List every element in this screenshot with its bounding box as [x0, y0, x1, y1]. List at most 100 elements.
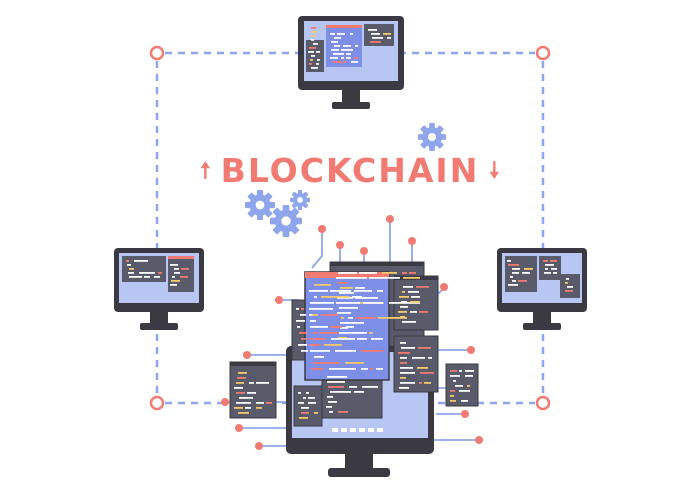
code-line	[417, 367, 428, 369]
code-line	[139, 272, 155, 274]
code-line	[311, 39, 314, 41]
code-line	[371, 33, 380, 35]
code-line	[450, 390, 455, 392]
code-line	[134, 260, 148, 262]
code-line	[363, 302, 383, 304]
code-line	[128, 272, 134, 274]
code-line	[400, 372, 415, 374]
code-line	[144, 276, 150, 278]
code-line	[400, 342, 406, 344]
code-line	[400, 362, 407, 364]
code-line	[337, 312, 351, 314]
code-line	[544, 272, 551, 274]
code-line	[247, 392, 256, 394]
code-line	[450, 375, 460, 377]
code-line	[330, 57, 338, 59]
code-line	[403, 286, 413, 288]
code-line	[351, 61, 358, 63]
code-line	[309, 290, 328, 292]
code-line	[317, 59, 320, 61]
code-line	[238, 412, 249, 414]
code-line	[310, 338, 326, 340]
code-line	[465, 375, 473, 377]
code-line	[512, 268, 520, 270]
code-line	[335, 350, 356, 352]
code-line	[338, 282, 348, 284]
code-line	[354, 57, 358, 59]
code-line	[545, 264, 554, 266]
code-window-icon	[229, 361, 277, 419]
code-line	[400, 316, 405, 318]
code-line	[355, 297, 378, 299]
code-line	[338, 337, 347, 339]
code-line	[352, 296, 362, 298]
code-line	[371, 338, 383, 340]
code-line	[298, 402, 304, 404]
code-line	[450, 400, 456, 402]
code-line	[400, 382, 415, 384]
code-line	[311, 27, 316, 29]
code-line	[314, 284, 331, 286]
code-line	[370, 41, 381, 43]
code-line	[459, 370, 462, 372]
code-line	[239, 397, 253, 399]
code-line	[408, 291, 419, 293]
code-line	[316, 63, 319, 65]
code-line	[314, 412, 318, 414]
code-line	[327, 376, 347, 378]
code-line	[411, 296, 420, 298]
code-line	[361, 368, 368, 370]
code-line	[234, 407, 243, 409]
code-line	[329, 368, 356, 370]
code-line	[402, 272, 407, 274]
code-line	[369, 332, 373, 334]
code-line	[312, 31, 317, 33]
code-line	[346, 326, 354, 328]
code-line	[337, 297, 353, 299]
code-line	[339, 307, 358, 309]
gear-icon	[418, 123, 446, 151]
code-line	[309, 47, 316, 49]
code-line	[336, 277, 367, 279]
code-line	[565, 290, 573, 292]
code-line	[311, 35, 315, 37]
page-title: BLOCKCHAIN	[220, 150, 480, 190]
code-line	[362, 386, 378, 388]
code-line	[171, 280, 180, 282]
code-line	[508, 284, 518, 286]
code-line	[301, 407, 309, 409]
code-line	[338, 272, 357, 274]
code-line	[566, 278, 569, 280]
code-line	[339, 292, 354, 294]
code-line	[357, 338, 367, 340]
code-line	[311, 368, 324, 370]
code-line	[553, 272, 557, 274]
code-line	[327, 396, 333, 398]
code-line	[327, 381, 345, 383]
code-line	[402, 291, 405, 293]
code-line	[356, 317, 376, 319]
code-line	[154, 276, 160, 278]
code-line	[461, 400, 468, 402]
code-line	[338, 411, 348, 413]
code-line	[236, 392, 245, 394]
code-line	[309, 314, 314, 316]
code-line	[348, 317, 353, 319]
code-line	[428, 357, 432, 359]
code-line	[410, 311, 417, 313]
code-line	[368, 29, 377, 31]
code-line	[331, 41, 338, 43]
code-line	[340, 322, 364, 324]
code-lines	[126, 27, 573, 419]
code-line	[401, 301, 407, 303]
code-line	[355, 287, 365, 289]
gear-icon	[270, 205, 302, 237]
code-line	[450, 370, 457, 372]
code-line	[565, 282, 568, 284]
code-line	[341, 57, 344, 59]
code-line	[330, 290, 351, 292]
code-line	[419, 311, 428, 313]
code-line	[401, 347, 415, 349]
code-line	[522, 272, 530, 274]
code-line	[308, 51, 314, 53]
